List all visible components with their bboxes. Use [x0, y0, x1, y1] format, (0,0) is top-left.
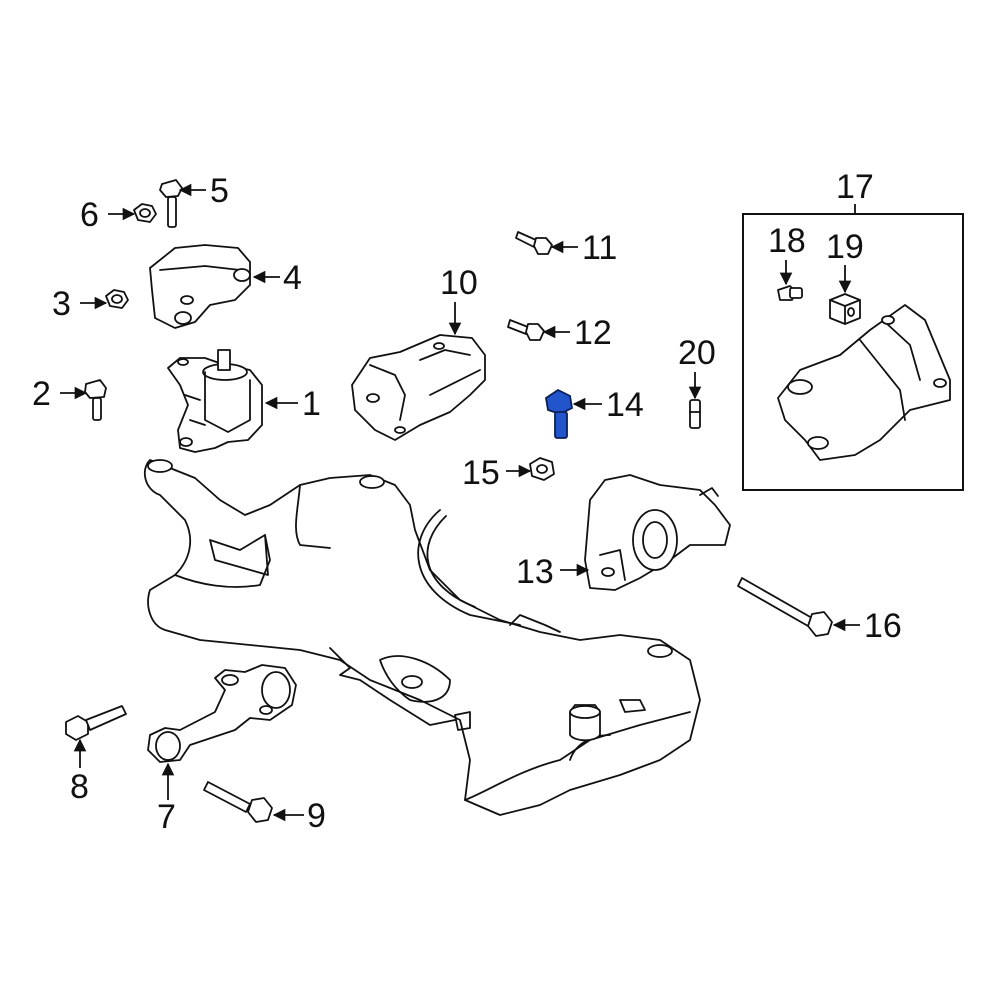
callout-10: 10 [440, 264, 478, 302]
callout-2: 2 [32, 375, 51, 413]
callout-5: 5 [210, 172, 229, 210]
part-7-torque-rod[interactable] [147, 664, 297, 763]
part-2-bolt[interactable] [84, 379, 107, 421]
callout-6: 6 [80, 196, 99, 234]
part-20-stud[interactable] [689, 399, 701, 429]
callout-12: 12 [574, 314, 612, 352]
part-15-nut[interactable] [529, 457, 555, 481]
part-5-bolt[interactable] [159, 179, 183, 228]
part-8-bolt[interactable] [65, 705, 127, 741]
kit-mount-bracket[interactable] [777, 304, 951, 461]
part-12-bolt[interactable] [507, 319, 545, 341]
part-16-bolt[interactable] [737, 577, 833, 637]
callout-11: 11 [582, 229, 617, 267]
callout-8: 8 [70, 768, 89, 806]
part-9-bolt[interactable] [203, 781, 273, 823]
callout-13: 13 [516, 553, 554, 591]
part-11-bolt[interactable] [515, 231, 553, 255]
part-19-cube[interactable] [829, 293, 861, 325]
callout-3: 3 [52, 285, 71, 323]
part-18-bolt[interactable] [777, 285, 803, 301]
callout-14: 14 [606, 386, 644, 424]
part-6-nut[interactable] [133, 203, 157, 223]
part-1-engine-mount[interactable] [167, 349, 263, 453]
callout-1: 1 [302, 385, 321, 423]
part-14-bolt-highlighted[interactable] [545, 388, 573, 439]
callout-labels: 1 2 3 4 5 6 7 8 9 10 11 12 13 14 15 16 1… [32, 168, 902, 836]
part-3-nut[interactable] [105, 289, 129, 309]
kit-box-17 [742, 204, 964, 491]
callout-7: 7 [157, 798, 176, 836]
callout-17: 17 [836, 168, 874, 206]
callout-20: 20 [678, 334, 716, 372]
callout-15: 15 [462, 454, 500, 492]
part-10-mount-bracket[interactable] [351, 334, 486, 441]
callout-19: 19 [826, 228, 864, 266]
subframe [143, 459, 701, 816]
callout-arrows [60, 183, 860, 822]
callout-18: 18 [768, 222, 806, 260]
callout-9: 9 [307, 797, 326, 835]
callout-4: 4 [283, 259, 302, 297]
part-4-bracket[interactable] [149, 244, 251, 329]
part-13-transmission-mount[interactable] [584, 474, 731, 591]
callout-16: 16 [864, 607, 902, 645]
